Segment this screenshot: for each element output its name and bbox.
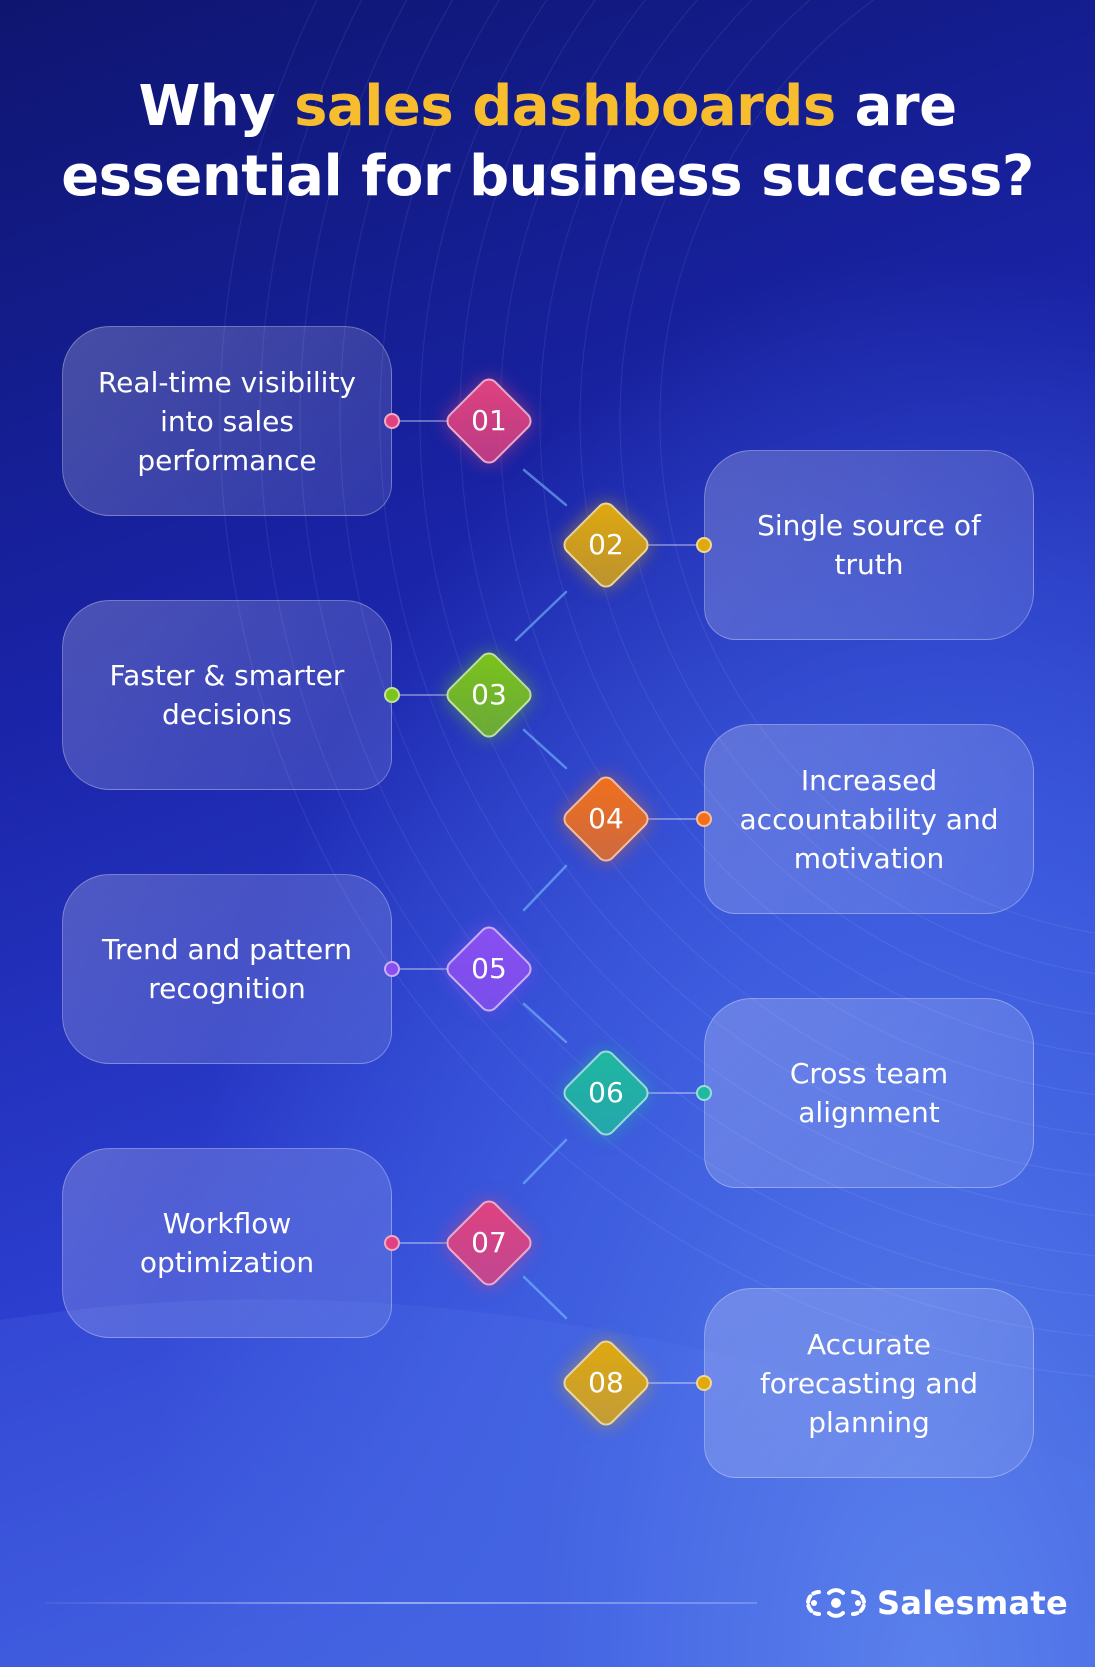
step-dot-01: [384, 413, 400, 429]
step-card-04: Increased accountability and motivation: [704, 724, 1034, 914]
step-number-03: 03: [471, 678, 507, 711]
step-card-02: Single source of truth: [704, 450, 1034, 640]
step-stub-line: [646, 1382, 704, 1384]
step-dot-02: [696, 537, 712, 553]
step-card-06: Cross team alignment: [704, 998, 1034, 1188]
step-dot-06: [696, 1085, 712, 1101]
step-dot-03: [384, 687, 400, 703]
step-number-04: 04: [588, 802, 624, 835]
step-text: Cross team alignment: [789, 1057, 949, 1129]
step-number-07: 07: [471, 1226, 507, 1259]
step-card-05: Trend and pattern recognition: [62, 874, 392, 1064]
title-suffix: are: [835, 74, 957, 139]
title-highlight: sales dashboards: [294, 74, 836, 139]
step-stub-line: [392, 968, 449, 970]
title-line-1: Why sales dashboards are: [0, 72, 1095, 142]
step-card-01: Real-time visibility into sales performa…: [62, 326, 392, 516]
step-text: Real-time visibility into sales performa…: [97, 365, 356, 477]
page-title: Why sales dashboards are essential for b…: [0, 72, 1095, 212]
step-stub-line: [646, 818, 704, 820]
step-text: Accurate forecasting and planning: [759, 1327, 979, 1439]
step-text: Trend and pattern recognition: [102, 933, 352, 1005]
step-text: Single source of truth: [757, 509, 981, 581]
step-stub-line: [646, 1092, 704, 1094]
step-stub-line: [392, 694, 449, 696]
step-dot-04: [696, 811, 712, 827]
step-card-03: Faster & smarter decisions: [62, 600, 392, 790]
footer-divider: [45, 1602, 757, 1604]
step-number-05: 05: [471, 952, 507, 985]
step-number-01: 01: [471, 404, 507, 437]
step-number-06: 06: [588, 1076, 624, 1109]
title-prefix: Why: [138, 74, 295, 139]
step-card-07: Workflow optimization: [62, 1148, 392, 1338]
step-stub-line: [392, 1242, 449, 1244]
step-number-02: 02: [588, 528, 624, 561]
step-text: Workflow optimization: [139, 1207, 315, 1279]
step-text: Increased accountability and motivation: [739, 763, 999, 875]
salesmate-logo-icon: [806, 1588, 866, 1618]
step-dot-05: [384, 961, 400, 977]
step-dot-07: [384, 1235, 400, 1251]
step-text: Faster & smarter decisions: [109, 659, 345, 731]
step-stub-line: [646, 544, 704, 546]
step-stub-line: [392, 420, 449, 422]
brand-logo: Salesmate: [805, 1580, 1068, 1626]
step-number-08: 08: [588, 1366, 624, 1399]
step-card-08: Accurate forecasting and planning: [704, 1288, 1034, 1478]
step-dot-08: [696, 1375, 712, 1391]
brand-name: Salesmate: [877, 1584, 1068, 1622]
title-line-2: essential for business success?: [61, 144, 1034, 209]
